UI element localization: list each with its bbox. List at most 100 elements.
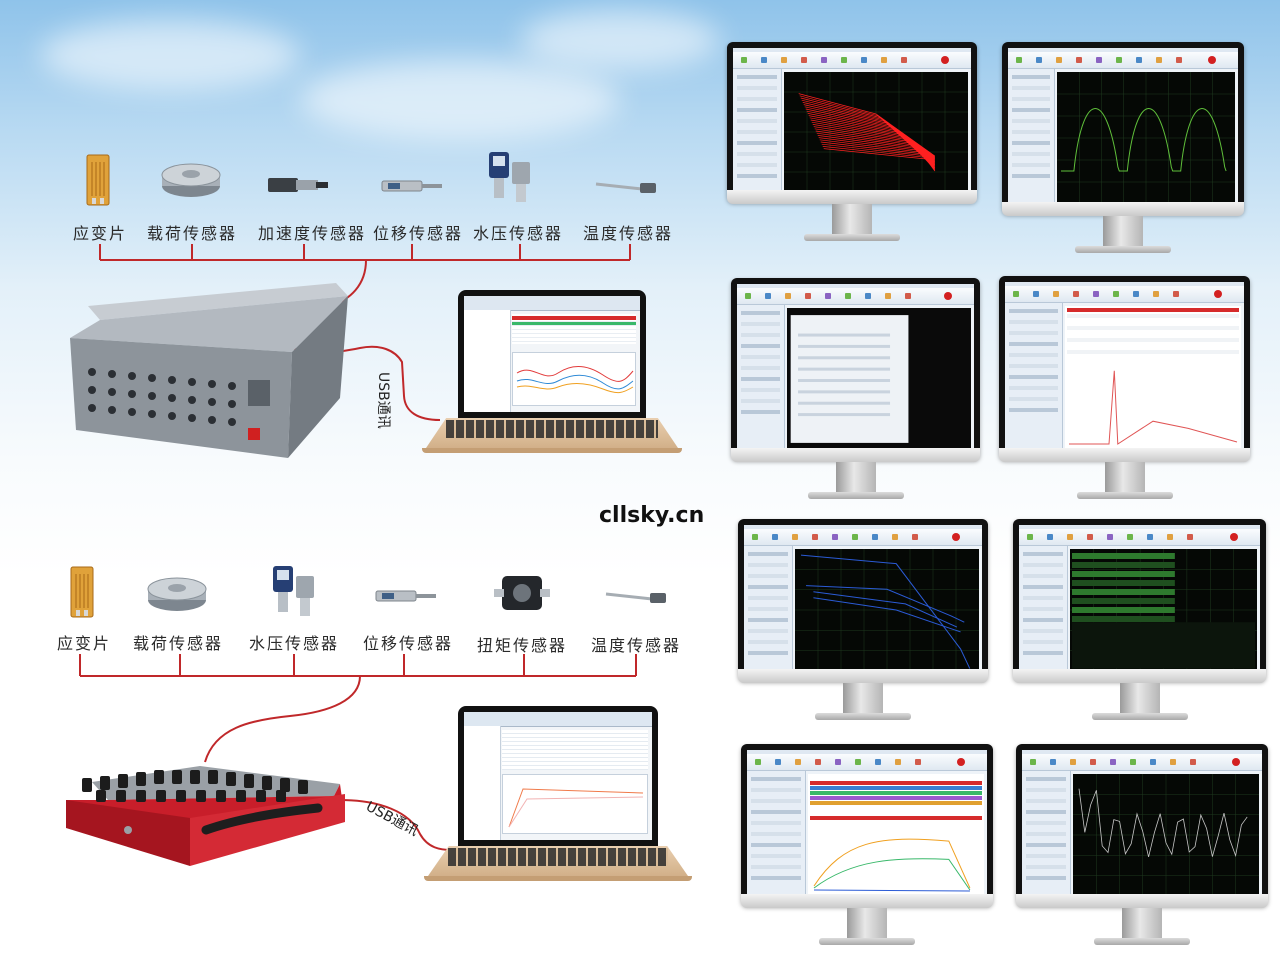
table-row [1072, 562, 1175, 568]
table-row [810, 816, 982, 820]
toolbar-icon [1133, 291, 1139, 297]
monitor-stand [1104, 462, 1145, 494]
toolbar-icon [795, 759, 801, 765]
settings-row [748, 607, 788, 611]
laptop-screen-software [464, 712, 652, 840]
sensor-label: 扭矩传感器 [476, 636, 568, 655]
monitor-plot [1057, 72, 1235, 204]
settings-row [748, 629, 788, 633]
strain-gauge-icon [70, 566, 94, 618]
settings-row [1009, 331, 1058, 335]
toolbar-icon [1116, 57, 1122, 63]
strain-gauge-icon [86, 154, 110, 206]
settings-row [751, 854, 801, 858]
settings-row [748, 618, 788, 622]
settings-row [748, 585, 788, 589]
settings-row [741, 366, 780, 370]
table-row [1067, 326, 1239, 330]
settings-row [741, 377, 780, 381]
toolbar-icon [792, 534, 798, 540]
window-titlebar [733, 48, 971, 52]
toolbar-icon [752, 534, 758, 540]
toolbar-icon [1036, 57, 1042, 63]
window-titlebar [1008, 48, 1238, 52]
trace-line [813, 597, 961, 633]
software-toolbar [737, 288, 974, 305]
monitor-screen [733, 48, 971, 196]
settings-row [741, 410, 780, 414]
toolbar-icon [865, 293, 871, 299]
monitor-chin [731, 448, 980, 462]
monitor-screen [1005, 282, 1244, 454]
settings-row [737, 130, 777, 134]
settings-row [741, 311, 780, 315]
toolbar-icon [1153, 291, 1159, 297]
monitor-base [819, 938, 915, 945]
close-icon [1214, 290, 1222, 298]
settings-row [737, 141, 777, 145]
toolbar-icon [745, 293, 751, 299]
toolbar-icon [1113, 291, 1119, 297]
settings-row [748, 574, 788, 578]
toolbar-icon [821, 57, 827, 63]
monitor-plot [795, 549, 979, 671]
brand-watermark: cllsky.cn [599, 503, 705, 528]
settings-row [1026, 854, 1066, 858]
settings-row [1012, 86, 1050, 90]
settings-row [1026, 843, 1066, 847]
pressure-sensor-icon [489, 152, 530, 202]
monitor [738, 519, 988, 729]
sensor-label: 加速度传感器 [257, 224, 367, 243]
table-row [810, 801, 982, 805]
settings-row [1012, 152, 1050, 156]
monitor-stand [843, 683, 883, 715]
monitor-plot [784, 72, 968, 192]
settings-row [1026, 832, 1066, 836]
table-row [1067, 320, 1239, 324]
toolbar-icon [1190, 759, 1196, 765]
settings-row [1012, 130, 1050, 134]
settings-row [737, 108, 777, 112]
settings-row [748, 563, 788, 567]
toolbar-icon [1093, 291, 1099, 297]
monitor-stand [1122, 908, 1162, 940]
toolbar-icon [1136, 57, 1142, 63]
toolbar-icon [785, 293, 791, 299]
trace-line [806, 585, 965, 623]
toolbar-icon [915, 759, 921, 765]
pressure-sensor-icon [273, 566, 314, 616]
toolbar-icon [875, 759, 881, 765]
settings-row [737, 75, 777, 79]
settings-row [751, 876, 801, 880]
settings-row [751, 799, 801, 803]
table-row [798, 401, 891, 405]
toolbar-icon [832, 534, 838, 540]
settings-row [751, 865, 801, 869]
monitor-stand [1103, 216, 1143, 248]
toolbar-icon [872, 534, 878, 540]
settings-row [1009, 397, 1058, 401]
settings-panel [1019, 546, 1068, 675]
toolbar-icon [1110, 759, 1116, 765]
sensor-label: 载荷传感器 [146, 224, 238, 243]
close-icon [941, 56, 949, 64]
table-row [1067, 332, 1239, 336]
toolbar-icon [1016, 57, 1022, 63]
toolbar-icon [845, 293, 851, 299]
toolbar-icon [1187, 534, 1193, 540]
software-toolbar [733, 52, 971, 69]
table-row [810, 811, 982, 815]
table-row [798, 379, 891, 382]
settings-row [751, 788, 801, 792]
table-row [1067, 350, 1239, 354]
window-titlebar [1005, 282, 1244, 286]
settings-row [741, 322, 780, 326]
toolbar-icon [775, 759, 781, 765]
trace-line [798, 93, 936, 172]
software-toolbar [1008, 52, 1238, 69]
toolbar-icon [815, 759, 821, 765]
settings-row [751, 821, 801, 825]
close-icon [952, 533, 960, 541]
sensor-label: 水压传感器 [472, 224, 564, 243]
settings-panel [1005, 303, 1063, 454]
